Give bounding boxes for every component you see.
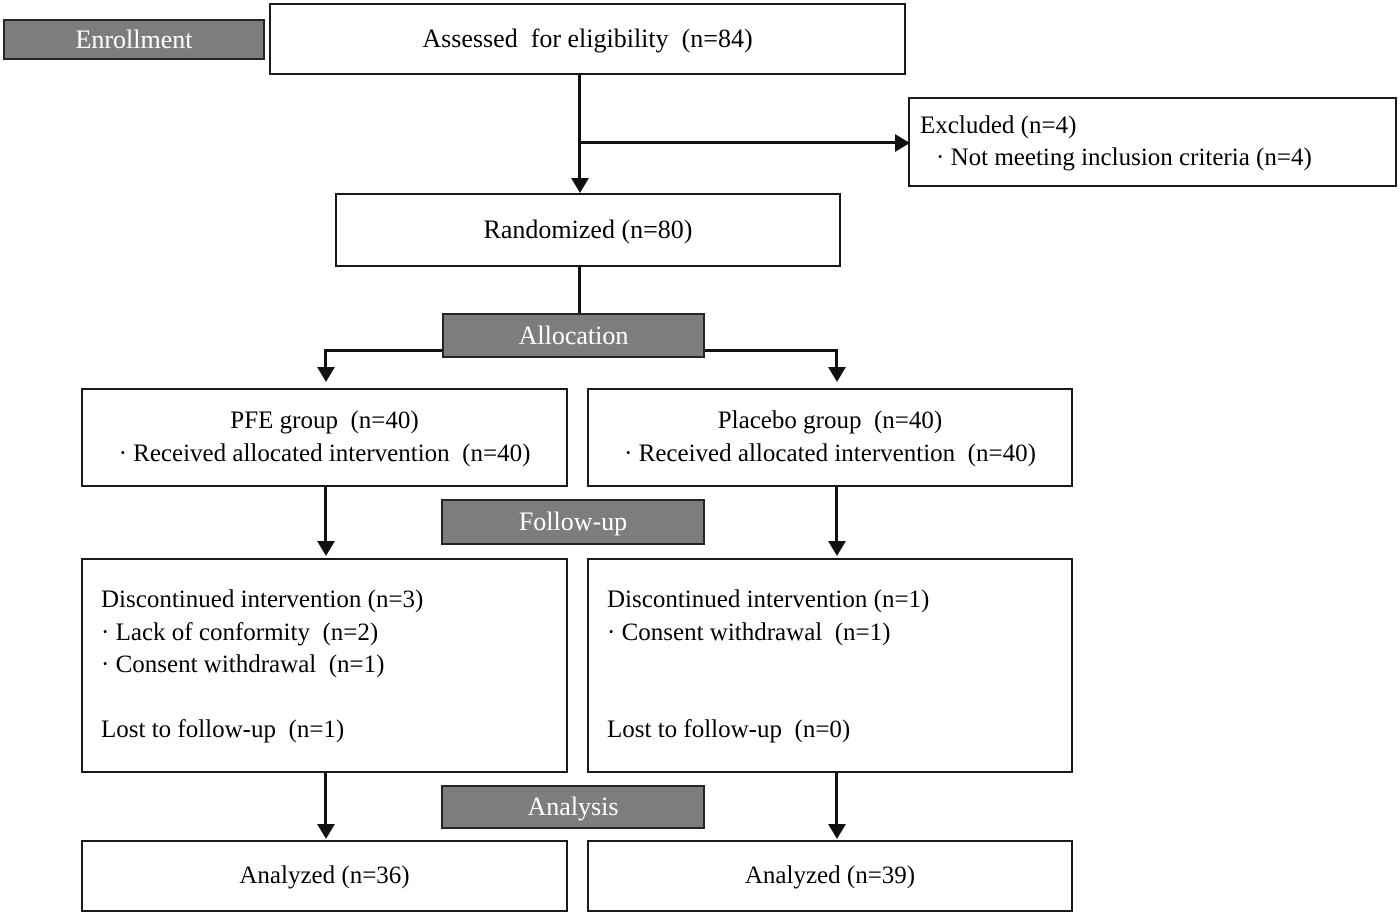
- node-placebo-group-line-2: · Received allocated intervention (n=40): [624, 439, 1036, 467]
- arrowhead-placebo-group-to-followup: [828, 541, 846, 556]
- node-assessed-line-1: Assessed for eligibility (n=84): [422, 24, 753, 54]
- node-pfe-followup-line-2: · Lack of conformity (n=2): [101, 618, 379, 646]
- connector-placebo-followup-to-analyzed: [835, 773, 838, 825]
- node-pfe-group: PFE group (n=40) · Received allocated in…: [81, 388, 568, 487]
- node-pfe-followup-line-1: Discontinued intervention (n=3): [101, 586, 424, 614]
- stage-band-allocation-label: Allocation: [518, 320, 629, 350]
- node-placebo-followup-line-2: · Consent withdrawal (n=1): [607, 618, 891, 646]
- stage-band-followup: Follow-up: [441, 499, 705, 545]
- node-pfe-followup-line-3: · Consent withdrawal (n=1): [101, 651, 385, 679]
- arrowhead-pfe-followup-to-analyzed: [317, 824, 335, 839]
- node-excluded-line-1: Excluded (n=4): [920, 111, 1077, 139]
- node-randomized: Randomized (n=80): [335, 193, 841, 267]
- connector-pfe-group-to-followup: [324, 487, 327, 542]
- node-placebo-followup: Discontinued intervention (n=1) · Consen…: [587, 558, 1073, 773]
- connector-split-to-placebo-group: [835, 349, 838, 374]
- node-pfe-followup: Discontinued intervention (n=3) · Lack o…: [81, 558, 568, 773]
- stage-band-followup-label: Follow-up: [518, 507, 628, 536]
- node-assessed-for-eligibility: Assessed for eligibility (n=84): [269, 3, 906, 75]
- node-pfe-followup-line-5: Lost to follow-up (n=1): [101, 716, 345, 744]
- connector-assessed-to-randomized: [578, 75, 581, 187]
- node-placebo-followup-line-5: Lost to follow-up (n=0): [607, 716, 851, 744]
- arrowhead-split-to-pfe-group: [317, 367, 335, 382]
- arrowhead-split-to-placebo-group: [828, 367, 846, 382]
- node-pfe-analyzed: Analyzed (n=36): [81, 840, 568, 912]
- node-placebo-analyzed-line-1: Analyzed (n=39): [744, 861, 916, 889]
- connector-split-to-pfe-group: [324, 349, 327, 374]
- arrowhead-pfe-group-to-followup: [317, 541, 335, 556]
- node-placebo-group-line-1: Placebo group (n=40): [717, 407, 943, 434]
- connector-randomized-to-split: [578, 267, 581, 352]
- connector-assessed-to-excluded: [578, 141, 900, 144]
- node-randomized-line-1: Randomized (n=80): [483, 215, 693, 245]
- arrowhead-placebo-followup-to-analyzed: [828, 824, 846, 839]
- node-excluded: Excluded (n=4) · Not meeting inclusion c…: [908, 97, 1397, 187]
- stage-band-enrollment: Enrollment: [3, 19, 265, 60]
- stage-band-analysis: Analysis: [441, 785, 705, 829]
- stage-band-enrollment-label: Enrollment: [75, 24, 193, 54]
- connector-pfe-followup-to-analyzed: [324, 773, 327, 825]
- node-pfe-analyzed-line-1: Analyzed (n=36): [239, 861, 410, 889]
- arrowhead-assessed-to-excluded: [895, 134, 910, 152]
- node-placebo-group: Placebo group (n=40) · Received allocate…: [587, 388, 1073, 487]
- connector-placebo-group-to-followup: [835, 487, 838, 542]
- node-excluded-line-2: · Not meeting inclusion criteria (n=4): [936, 144, 1312, 171]
- node-pfe-group-line-2: · Received allocated intervention (n=40): [118, 439, 531, 467]
- node-placebo-analyzed: Analyzed (n=39): [587, 840, 1073, 912]
- node-pfe-group-line-1: PFE group (n=40): [230, 407, 419, 434]
- stage-band-analysis-label: Analysis: [527, 792, 619, 821]
- node-placebo-followup-line-1: Discontinued intervention (n=1): [607, 586, 930, 614]
- arrowhead-assessed-to-randomized: [571, 178, 589, 193]
- stage-band-allocation: Allocation: [442, 313, 705, 358]
